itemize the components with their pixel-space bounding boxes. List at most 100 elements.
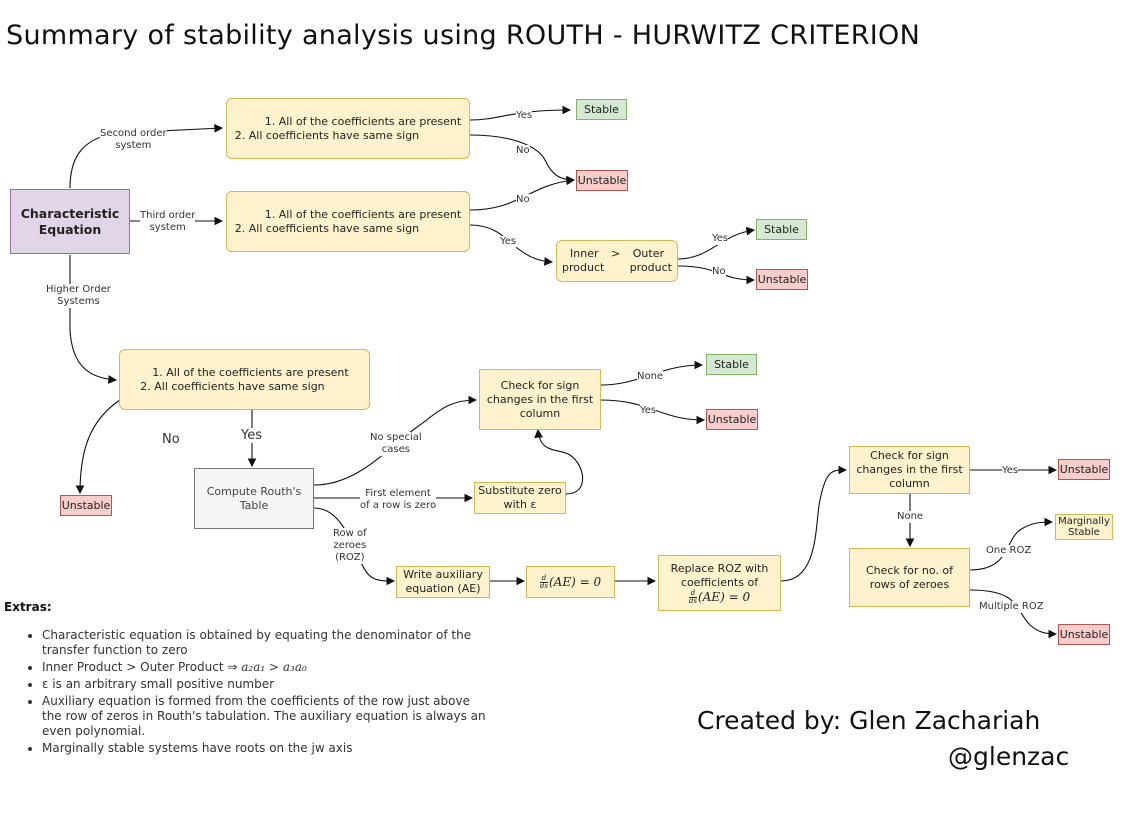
edge-label: Yes [1002, 465, 1019, 477]
node-text: column [519, 406, 561, 420]
node-text: changes in the first [486, 392, 594, 406]
edge-label: Multiple ROZ [979, 601, 1044, 613]
node-text: equation (AE) [405, 582, 481, 595]
node-text: 1. All of the coefficients are present [264, 207, 462, 221]
node-text: Outer [632, 247, 664, 260]
edge-label-line: Higher Order [46, 284, 111, 295]
edge-label-line: Row of [333, 528, 367, 539]
edge-label-line: system [149, 222, 186, 233]
edge-multiple-roz [969, 589, 1058, 639]
node-text: Unstable [577, 173, 627, 187]
node-text: Unstable [1059, 627, 1109, 641]
edge-label: Yes [640, 405, 657, 417]
node-text: Unstable [757, 272, 807, 286]
fraction-den: ds [539, 581, 548, 590]
node-text: Equation [38, 221, 102, 237]
node-text: product [629, 261, 672, 274]
stable-node[interactable]: Stable [576, 99, 627, 120]
node-text: product [562, 261, 605, 274]
edge-label: No [712, 266, 726, 278]
edge-label-line: of a row is zero [360, 500, 437, 511]
edge-higher-order [69, 255, 118, 384]
unstable-node[interactable]: Unstable [1058, 624, 1110, 645]
node-text: Stable [1068, 527, 1100, 538]
edge-label-line: No special [370, 432, 422, 443]
edge-label: Yes [500, 236, 517, 248]
node-text: Table [239, 498, 269, 512]
node-text: Write auxiliary [403, 568, 483, 581]
credit-line: Created by: Glen Zachariah [697, 706, 1041, 735]
node-text: coefficients of [680, 575, 759, 589]
node-text: Check for sign [500, 378, 580, 392]
edge-label: None [637, 371, 664, 383]
node-text: Stable [714, 357, 749, 371]
edge-one-roz [969, 517, 1054, 571]
edge-label: No [516, 194, 530, 206]
list-item-text: Inner Product > Outer Product ⇒ [42, 660, 242, 674]
edge-io-yes [677, 226, 756, 260]
unstable-node[interactable]: Unstable [60, 495, 112, 516]
node-text: Inner [570, 247, 599, 260]
stable-node[interactable]: Stable [706, 354, 757, 375]
fraction-num: d [539, 573, 548, 583]
fraction-num: d [688, 588, 697, 598]
unstable-node[interactable]: Unstable [576, 170, 628, 191]
extras-list: Characteristic equation is obtained by e… [22, 628, 492, 758]
edge-label-line: Second order [100, 128, 167, 139]
node-text: 2. All coefficients have same sign [234, 221, 420, 235]
edge-label: Yes [516, 110, 533, 122]
node-text: Characteristic [20, 205, 120, 221]
node-text: Replace ROZ with [670, 561, 769, 575]
node-text: Check for no. of [865, 563, 954, 577]
fraction-den: ds [688, 596, 697, 605]
list-item: Auxiliary equation is formed from the co… [42, 694, 492, 739]
unstable-node[interactable]: Unstable [706, 409, 758, 430]
node-text: (AE) = 0 [548, 574, 602, 589]
edge-label-line: (ROZ) [335, 552, 365, 563]
node-text: Stable [584, 102, 619, 116]
unstable-node[interactable]: Unstable [1058, 459, 1110, 480]
node-text: column [889, 477, 930, 490]
node-text: 1. All of the coefficients are present [264, 114, 462, 128]
list-item: ε is an arbitrary small positive number [42, 677, 492, 692]
inequality-math: a₂a₁ > a₃a₀ [241, 660, 307, 674]
node-text: 2. All coefficients have same sign [140, 379, 325, 393]
stable-node[interactable]: Stable [756, 219, 807, 240]
edge-label-line: system [115, 140, 152, 151]
node-text: Marginally [1058, 516, 1110, 527]
edge-so-no [469, 134, 576, 185]
list-item: Inner Product > Outer Product ⇒ a₂a₁ > a… [42, 660, 492, 675]
node-text: Unstable [707, 412, 757, 426]
list-item: Marginally stable systems have roots on … [42, 741, 492, 756]
edge-label: Yes [241, 428, 262, 443]
node-text: with ε [503, 498, 537, 511]
edge-ho-no [75, 399, 121, 495]
page-title: Summary of stability analysis using ROUT… [6, 20, 921, 51]
node-text: changes in the first [856, 463, 963, 476]
node-text: Substitute zero [478, 484, 562, 497]
node-text: Stable [764, 222, 799, 236]
edge-to-yes [469, 224, 554, 266]
node-text: Compute Routh's [206, 484, 302, 498]
unstable-node[interactable]: Unstable [756, 269, 808, 290]
